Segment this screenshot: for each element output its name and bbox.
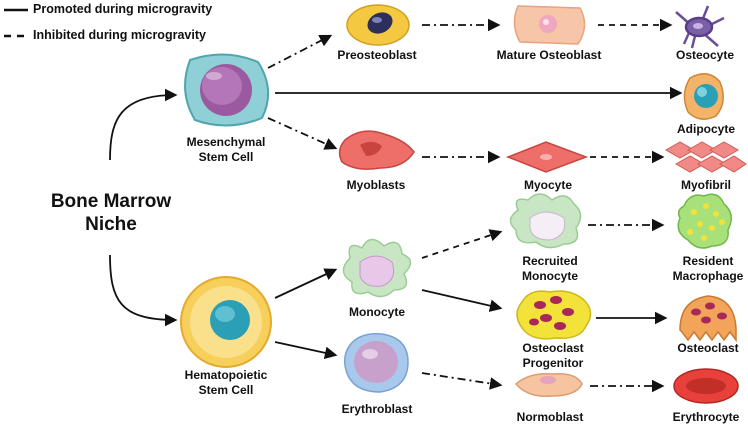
myocyte-label: Myocyte	[523, 178, 573, 192]
osteoclast-progenitor-line1: Osteoclast	[522, 341, 584, 355]
osteocyte-cell-icon	[675, 5, 725, 49]
arrow-monocyte-to-recruited-monocyte	[421, 229, 503, 259]
arrow-erythroblast-to-normoblast	[421, 372, 503, 390]
bone-marrow-niche-label: Bone Marrow Niche	[51, 190, 171, 236]
erythroblast-cell-icon	[343, 332, 409, 393]
preosteoblast-label: Preosteoblast	[337, 48, 417, 62]
legend-inhibited-label: Inhibited during microgravity	[33, 28, 206, 42]
myofibril-label: Myofibril	[681, 178, 731, 192]
hsc-label: Hematopoietic Stem Cell	[185, 368, 268, 398]
myoblasts-cell-icon	[338, 130, 415, 170]
osteoclast-progenitor-line2: Progenitor	[522, 356, 584, 370]
resident-macrophage-line1: Resident	[682, 254, 734, 268]
arrow-hsc-to-monocyte	[274, 268, 338, 299]
myocyte-cell-icon	[505, 141, 589, 173]
resident-macrophage-cell-icon	[677, 193, 732, 249]
osteoclast-label: Osteoclast	[677, 341, 739, 355]
adipocyte-cell-icon	[683, 73, 724, 120]
msc-label: Mesenchymal Stem Cell	[187, 135, 266, 165]
arrow-msc-to-myoblasts	[267, 117, 338, 150]
msc-cell-icon	[184, 53, 269, 127]
normoblast-label: Normoblast	[516, 410, 584, 424]
monocyte-cell-icon	[342, 238, 412, 298]
recruited-monocyte-cell-icon	[509, 193, 582, 249]
hsc-label-line1: Hematopoietic	[184, 368, 268, 382]
arrow-niche-to-hsc	[109, 254, 178, 327]
resident-macrophage-line2: Macrophage	[672, 269, 744, 283]
hsc-label-line2: Stem Cell	[198, 383, 254, 397]
arrow-niche-to-msc	[109, 88, 178, 161]
msc-label-line1: Mesenchymal	[186, 135, 266, 149]
myofibril-icon	[664, 141, 747, 173]
legend-promoted-label: Promoted during microgravity	[33, 2, 213, 16]
adipocyte-label: Adipocyte	[676, 122, 736, 136]
erythroblast-label: Erythroblast	[341, 402, 413, 416]
bone-marrow-niche-line1: Bone Marrow	[50, 191, 172, 212]
recruited-monocyte-line2: Monocyte	[521, 269, 579, 283]
osteoclast-progenitor-label: Osteoclast Progenitor	[522, 341, 583, 371]
arrow-hsc-to-erythroblast	[274, 341, 338, 360]
bone-marrow-niche-line2: Niche	[85, 214, 137, 235]
resident-macrophage-label: Resident Macrophage	[673, 254, 744, 284]
osteoclast-cell-icon	[679, 295, 737, 343]
myoblasts-label: Myoblasts	[346, 178, 406, 192]
recruited-monocyte-line1: Recruited	[522, 254, 578, 268]
osteocyte-label: Osteocyte	[675, 48, 735, 62]
hsc-cell-icon	[180, 276, 272, 368]
recruited-monocyte-label: Recruited Monocyte	[522, 254, 578, 284]
preosteoblast-cell-icon	[346, 4, 410, 46]
arrow-monocyte-to-osteoclast-progenitor	[421, 289, 503, 312]
arrow-msc-to-preosteoblast	[267, 34, 333, 69]
mature-osteoblast-label: Mature Osteoblast	[496, 48, 602, 62]
monocyte-label: Monocyte	[348, 305, 406, 319]
erythrocyte-label: Erythrocyte	[672, 410, 740, 424]
osteoclast-progenitor-cell-icon	[516, 290, 592, 340]
msc-label-line2: Stem Cell	[198, 150, 254, 164]
normoblast-cell-icon	[514, 372, 583, 397]
mature-osteoblast-cell-icon	[513, 5, 586, 45]
erythrocyte-cell-icon	[673, 368, 739, 404]
